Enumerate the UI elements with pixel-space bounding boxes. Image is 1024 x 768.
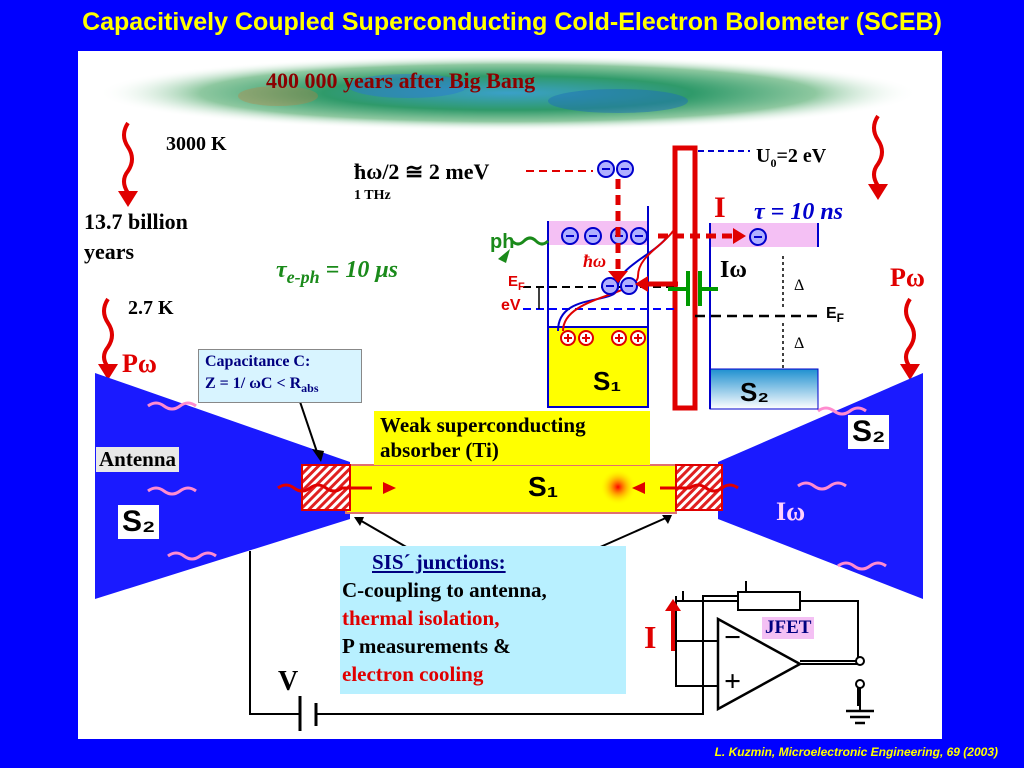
op-amp xyxy=(716,616,803,712)
slide-title: Capacitively Coupled Superconducting Col… xyxy=(82,8,942,36)
junctions-heading: SIS´ junctions: xyxy=(372,550,506,574)
temp-early-label: 3000 K xyxy=(166,133,227,155)
barrier-label: U0=2 eV xyxy=(756,145,827,170)
capacitance-box: Capacitance C: Z = 1/ ωC < Rabs xyxy=(198,349,362,403)
junctions-line2: thermal isolation, xyxy=(342,606,500,630)
absorber-line1: Weak superconducting xyxy=(380,413,586,437)
opamp-minus-label: − xyxy=(724,621,742,654)
phonon-label: ph xyxy=(490,231,515,253)
cmb-map xyxy=(98,55,918,131)
ef-right-label: EF xyxy=(826,305,845,326)
antenna-label: Antenna xyxy=(96,447,180,472)
antenna-left xyxy=(95,373,350,599)
current-label-energy: I xyxy=(714,191,726,224)
tau-eph-label: τe-ph = 10 μs xyxy=(276,257,399,287)
cmb-caption: 400 000 years after Big Bang xyxy=(266,68,536,93)
tunnel-barrier xyxy=(672,145,698,411)
delta-top-label: Δ xyxy=(794,277,805,294)
i-omega-device-label: Iω xyxy=(776,497,806,526)
junctions-line4: electron cooling xyxy=(342,662,484,686)
s1-energy-label: S₁ xyxy=(593,366,622,396)
tau-label: τ = 10 ns xyxy=(754,199,844,225)
opamp-plus-label: + xyxy=(724,665,742,698)
s2-left-label: S₂ xyxy=(118,505,160,539)
age-label-line2: years xyxy=(84,239,135,264)
s1-absorber-label: S₁ xyxy=(528,471,559,502)
citation: L. Kuzmin, Microelectronic Engineering, … xyxy=(714,745,998,759)
p-omega-left-label: Pω xyxy=(122,349,157,378)
capacitance-line1: Capacitance C: xyxy=(205,353,311,370)
frequency-label: 1 THz xyxy=(354,188,391,203)
jfet-label: JFET xyxy=(762,617,815,639)
absorber-label-box: Weak superconducting absorber (Ti) xyxy=(374,411,650,465)
diagram-panel: 400 000 years after Big Bang 3000 K 13.7… xyxy=(78,51,942,739)
radiation-arrows xyxy=(102,114,916,369)
junctions-line3: P measurements & xyxy=(342,634,511,658)
current-label-circuit: I xyxy=(644,619,657,655)
s2-right-label: S₂ xyxy=(848,415,890,449)
delta-bottom-label: Δ xyxy=(794,335,805,352)
hw-label: ħω xyxy=(583,251,607,271)
age-label-line1: 13.7 billion xyxy=(84,209,188,234)
ev-label: eV xyxy=(501,297,521,314)
junctions-line1: C-coupling to antenna, xyxy=(342,578,547,602)
voltage-label: V xyxy=(278,666,299,697)
temp-now-label: 2.7 K xyxy=(128,297,174,319)
p-omega-right-label: Pω xyxy=(890,263,925,292)
s2-energy-block xyxy=(709,368,819,410)
capacitance-line2: Z = 1/ ωC < Rabs xyxy=(205,375,319,396)
photon-energy-label: ħω/2 ≅ 2 meV xyxy=(354,159,490,184)
s2-energy-label: S₂ xyxy=(740,377,769,407)
i-omega-energy-label: Iω xyxy=(720,257,747,283)
absorber-line2: absorber (Ti) xyxy=(380,438,499,462)
junctions-box: SIS´ junctions: C-coupling to antenna, t… xyxy=(340,546,626,694)
ef-left-label: EF xyxy=(508,273,525,293)
